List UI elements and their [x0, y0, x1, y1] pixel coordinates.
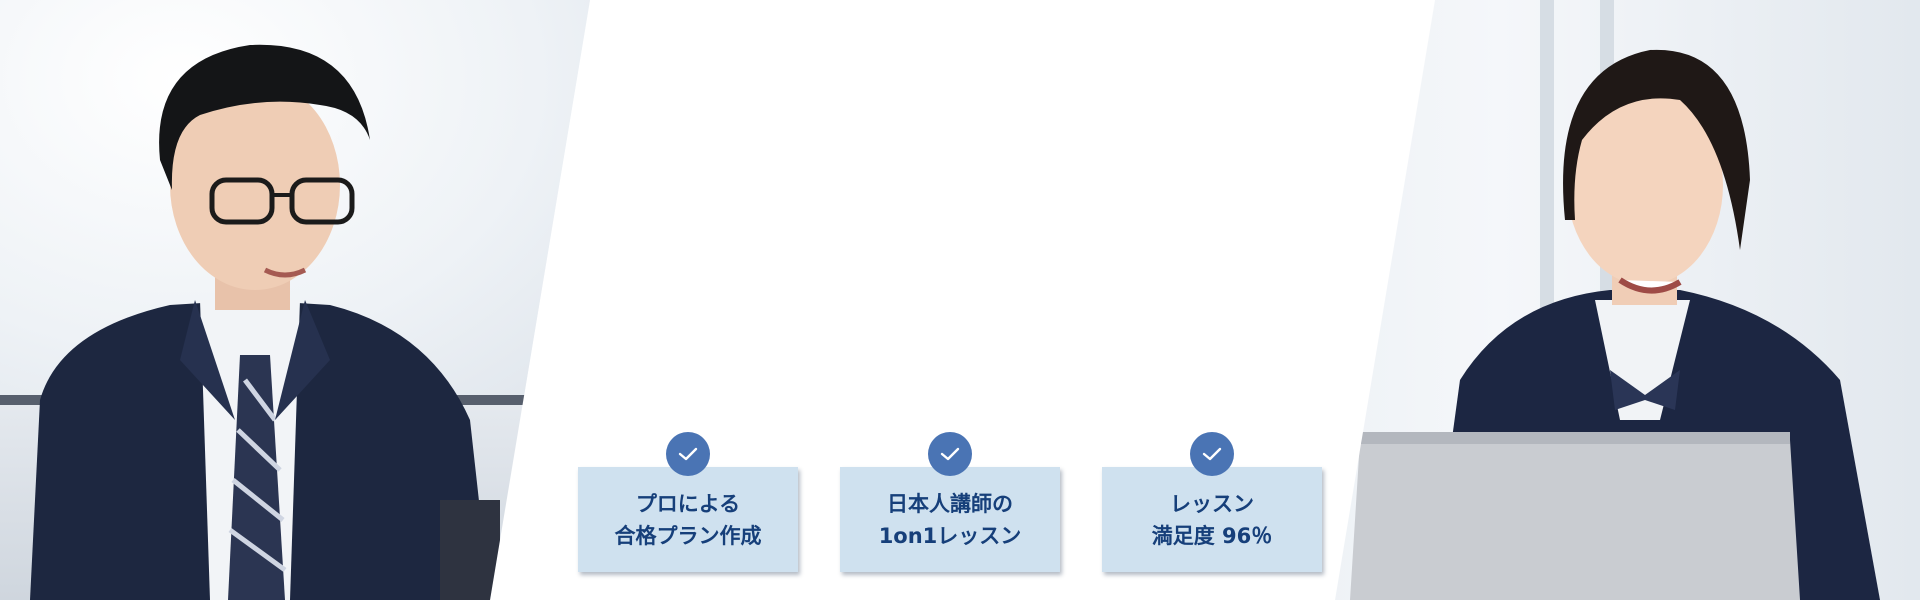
feature-text: レッスン 満足度 96％: [1151, 491, 1273, 548]
feature-badge: [1190, 432, 1234, 476]
left-hero-photo: [0, 0, 590, 600]
feature-card-lesson: 日本人講師の 1on1レッスン: [840, 432, 1060, 582]
check-icon: [678, 447, 698, 461]
check-icon: [940, 447, 960, 461]
feature-card-body: プロによる 合格プラン作成: [578, 467, 798, 572]
feature-badge: [666, 432, 710, 476]
feature-card-satisfaction: レッスン 満足度 96％: [1102, 432, 1322, 582]
feature-text: 日本人講師の 1on1レッスン: [878, 491, 1022, 548]
feature-cards: プロによる 合格プラン作成 日本人講師の 1on1レッスン レッスン 満足度 9…: [578, 432, 1323, 592]
feature-text: プロによる 合格プラン作成: [614, 491, 762, 548]
right-hero-photo: [1335, 0, 1920, 600]
feature-badge: [928, 432, 972, 476]
check-icon: [1202, 447, 1222, 461]
student-in-blazer-illustration: [1350, 49, 1880, 600]
feature-card-body: レッスン 満足度 96％: [1102, 467, 1322, 572]
man-in-suit-illustration: [30, 44, 500, 600]
feature-card-body: 日本人講師の 1on1レッスン: [840, 467, 1060, 572]
feature-card-plan: プロによる 合格プラン作成: [578, 432, 798, 582]
